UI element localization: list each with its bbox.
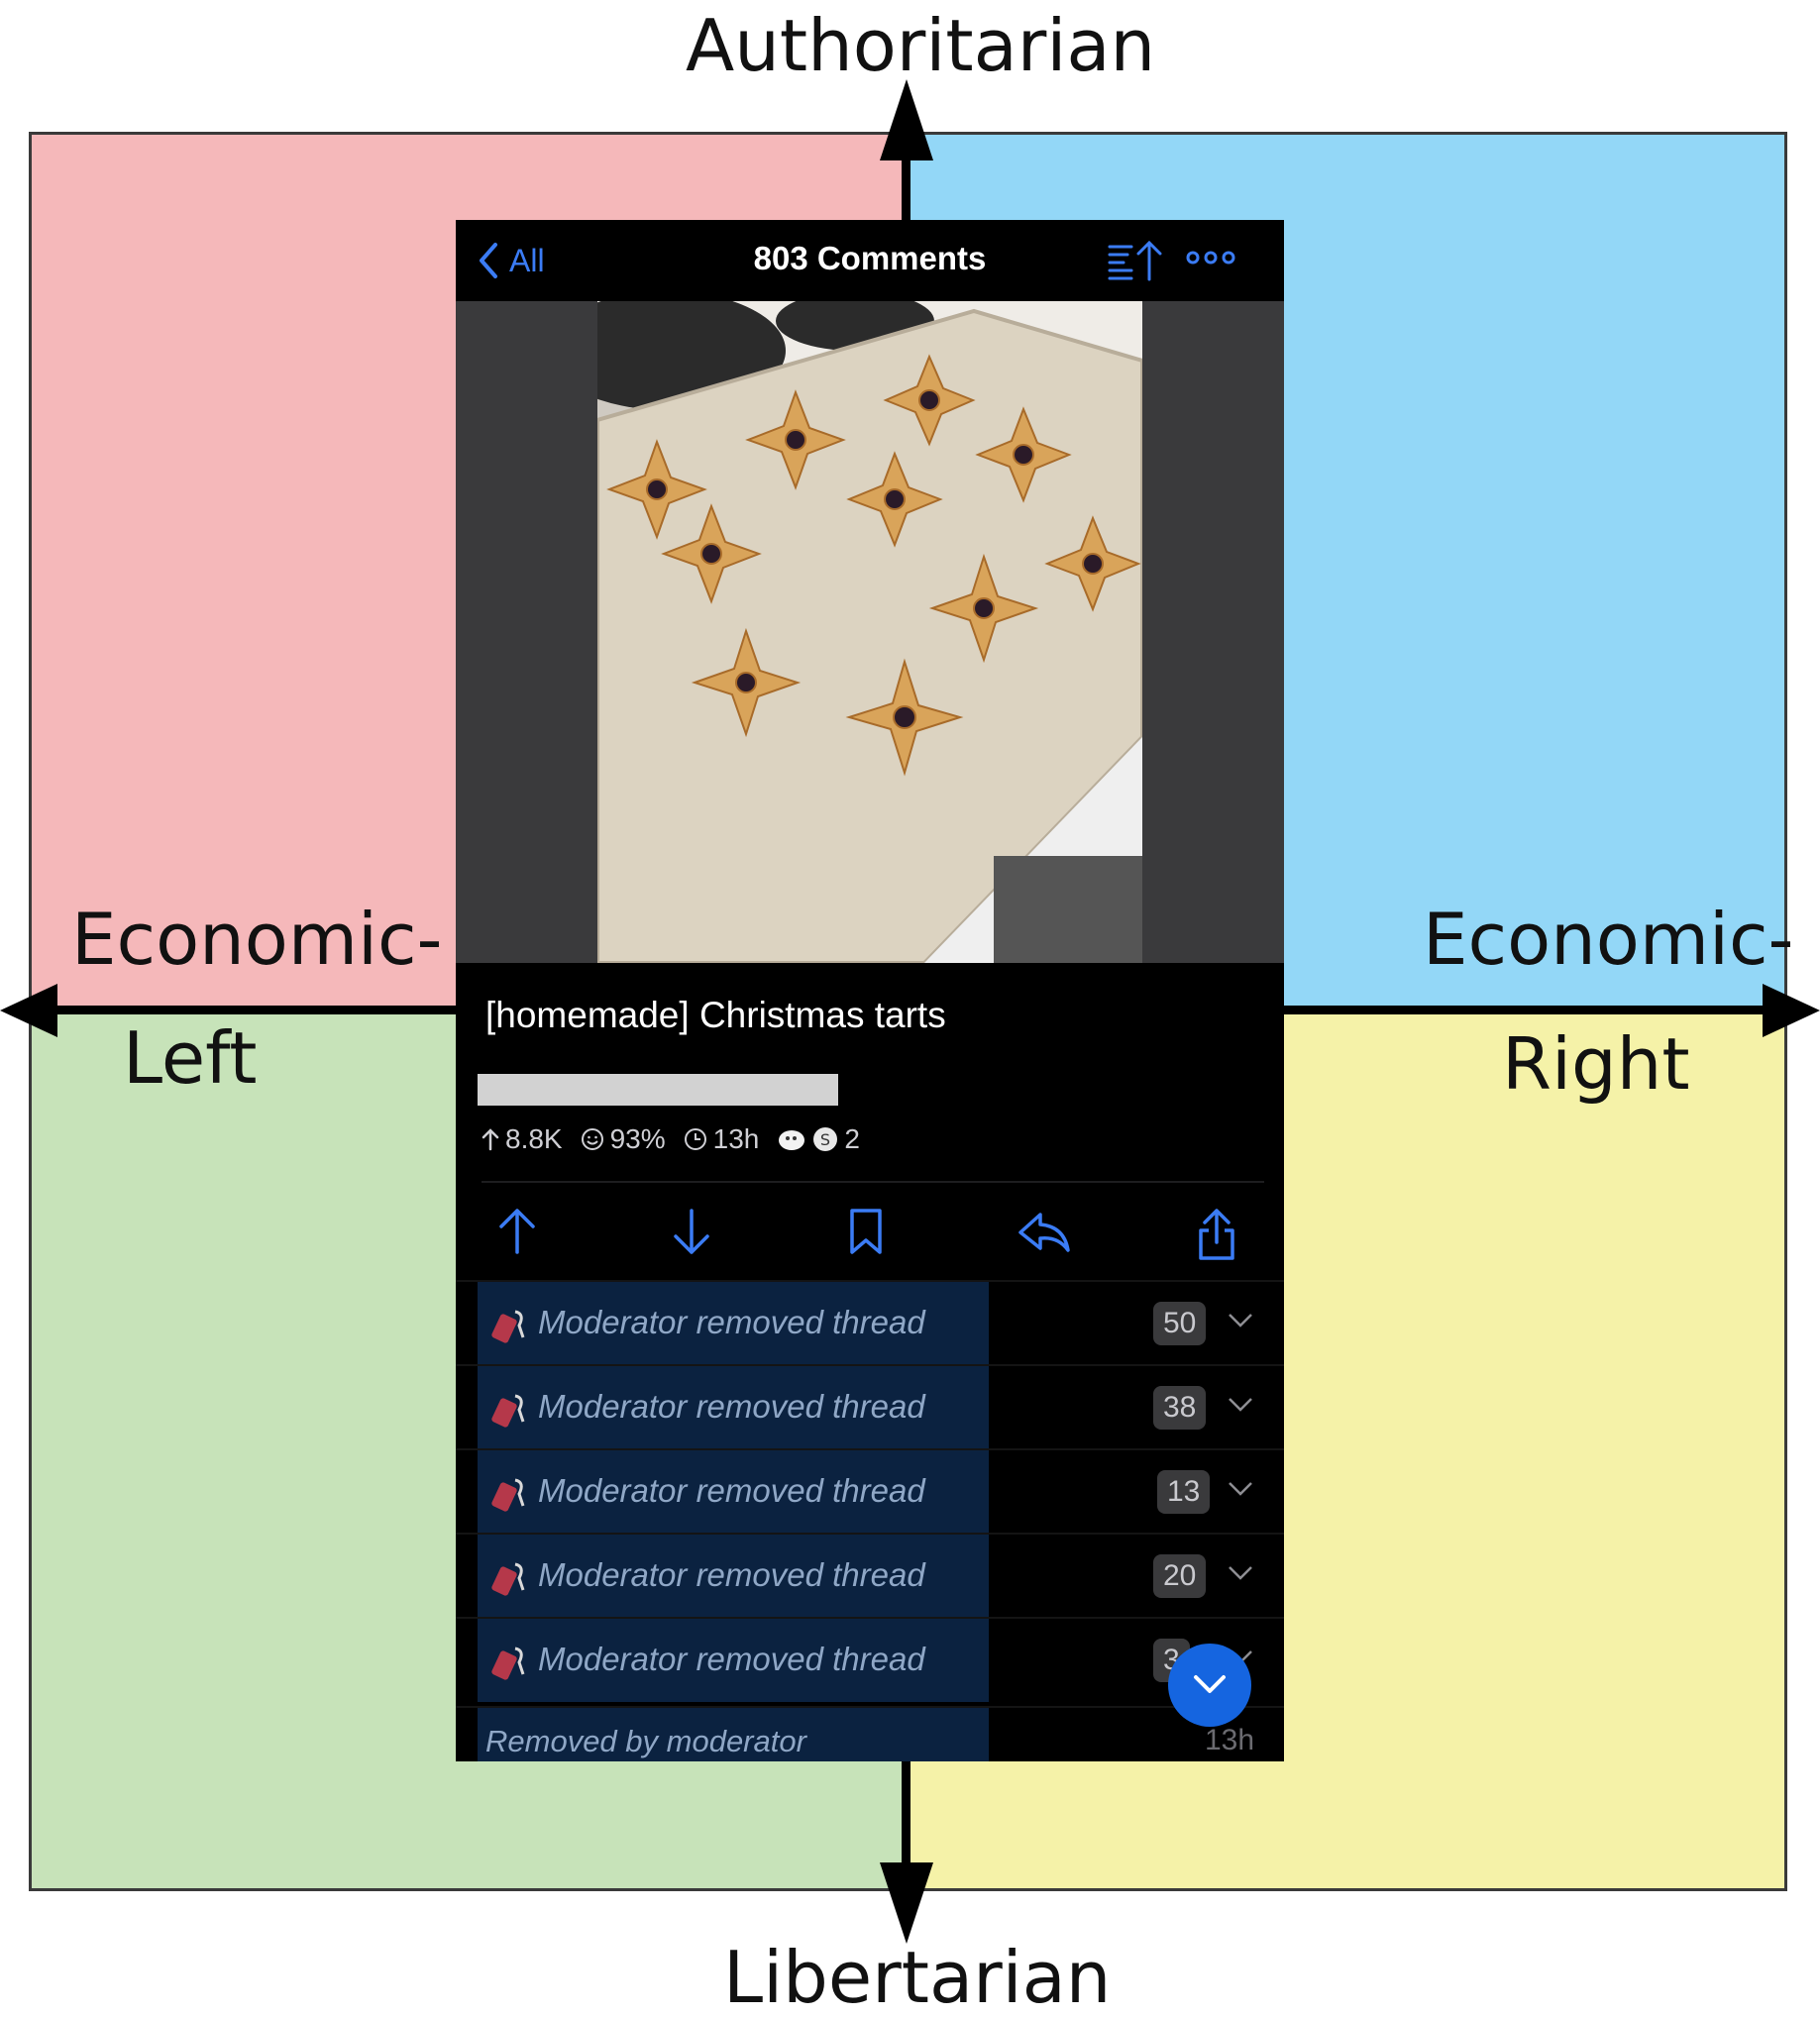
post-title: [homemade] Christmas tarts <box>485 995 946 1035</box>
comment-time: 13h <box>1205 1724 1255 1756</box>
back-label: All <box>509 242 545 278</box>
page-title: 803 Comments <box>753 240 987 276</box>
label-economic-left-line2: Left <box>123 1016 258 1100</box>
comment-count: 50 <box>1153 1302 1207 1345</box>
ellipsis-icon <box>1186 251 1235 265</box>
comment-count: 38 <box>1153 1386 1207 1430</box>
post-media[interactable] <box>456 301 1284 963</box>
chevron-down-icon[interactable] <box>1227 1312 1254 1329</box>
label-economic-right-line2: Right <box>1502 1022 1690 1106</box>
label-authoritarian: Authoritarian <box>686 4 1156 87</box>
back-button[interactable]: All <box>478 238 545 283</box>
clock-icon <box>684 1128 706 1150</box>
row-highlight <box>478 1708 989 1761</box>
arrow-right-icon <box>1763 984 1820 1037</box>
label-economic-right-line1: Economic- <box>1423 898 1794 981</box>
more-button[interactable] <box>1185 248 1236 272</box>
removed-sticker-icon <box>491 1394 525 1428</box>
comment-row[interactable]: Moderator removed thread 20 <box>456 1533 1284 1618</box>
divider <box>482 1181 1264 1183</box>
removed-sticker-icon <box>491 1647 525 1680</box>
reply-button[interactable] <box>1017 1207 1072 1261</box>
label-libertarian: Libertarian <box>723 1936 1112 2019</box>
downvote-icon <box>674 1209 709 1254</box>
arrow-up-small-icon <box>482 1128 499 1151</box>
nav-bar: All 803 Comments <box>456 220 1284 301</box>
post-age: 13h <box>712 1123 760 1154</box>
smiley-icon <box>581 1128 603 1150</box>
comment-count: 20 <box>1153 1554 1207 1598</box>
chevron-down-icon[interactable] <box>1227 1480 1254 1498</box>
upvote-count: 8.8K <box>505 1123 563 1154</box>
share-icon <box>1199 1209 1234 1260</box>
award-icon <box>779 1130 805 1150</box>
sort-icon <box>1108 240 1162 281</box>
downvote-button[interactable] <box>670 1207 713 1261</box>
comment-row[interactable]: Moderator removed thread 13 <box>456 1448 1284 1534</box>
comment-text: Moderator removed thread <box>538 1472 925 1509</box>
chevron-left-icon <box>480 243 497 278</box>
chevron-down-icon[interactable] <box>1227 1396 1254 1414</box>
post-stats: 8.8K 93% 13h S 2 <box>482 1123 878 1155</box>
comment-text: Removed by moderator <box>485 1724 806 1758</box>
arrow-left-icon <box>0 984 57 1037</box>
row-highlight <box>478 1619 989 1702</box>
comment-row[interactable]: Moderator removed thread 50 <box>456 1280 1284 1365</box>
upvote-ratio: 93% <box>609 1123 666 1154</box>
comment-text: Moderator removed thread <box>538 1556 925 1593</box>
chevron-down-icon[interactable] <box>1227 1564 1254 1582</box>
bookmark-icon <box>850 1209 882 1254</box>
app-screenshot: All 803 Comments <box>456 220 1284 1761</box>
share-button[interactable] <box>1195 1207 1238 1267</box>
row-highlight <box>478 1450 989 1534</box>
chevron-down-icon <box>1194 1675 1226 1693</box>
comment-text: Moderator removed thread <box>538 1304 925 1340</box>
comment-text: Moderator removed thread <box>538 1641 925 1677</box>
redacted-username <box>478 1074 838 1106</box>
arrow-up-icon <box>880 79 933 160</box>
svg-text:S: S <box>820 1130 830 1149</box>
sort-button[interactable] <box>1106 238 1165 288</box>
bookmark-button[interactable] <box>846 1207 886 1261</box>
row-highlight <box>478 1282 989 1365</box>
removed-sticker-icon <box>491 1478 525 1512</box>
comment-count: 13 <box>1157 1470 1211 1514</box>
action-bar <box>456 1183 1284 1282</box>
removed-sticker-icon <box>491 1562 525 1596</box>
post-photo[interactable] <box>597 301 1142 963</box>
comment-row[interactable]: Moderator removed thread 38 <box>456 1364 1284 1449</box>
upvote-icon <box>499 1209 535 1254</box>
removed-sticker-icon <box>491 1310 525 1343</box>
reply-icon <box>1018 1213 1070 1252</box>
tarts-photo-image <box>597 301 1142 963</box>
next-comment-button[interactable] <box>1168 1644 1251 1727</box>
row-highlight <box>478 1535 989 1618</box>
comment-row[interactable]: Moderator removed thread 3 <box>456 1617 1284 1702</box>
comment-text: Moderator removed thread <box>538 1388 925 1425</box>
arrow-down-icon <box>880 1862 933 1944</box>
label-economic-left-line1: Economic- <box>71 898 443 981</box>
comment-row[interactable]: Removed by moderator 13h <box>456 1706 1284 1761</box>
row-highlight <box>478 1366 989 1449</box>
upvote-button[interactable] <box>495 1207 539 1261</box>
silver-award-icon: S <box>813 1127 838 1151</box>
award-count: 2 <box>844 1123 860 1154</box>
